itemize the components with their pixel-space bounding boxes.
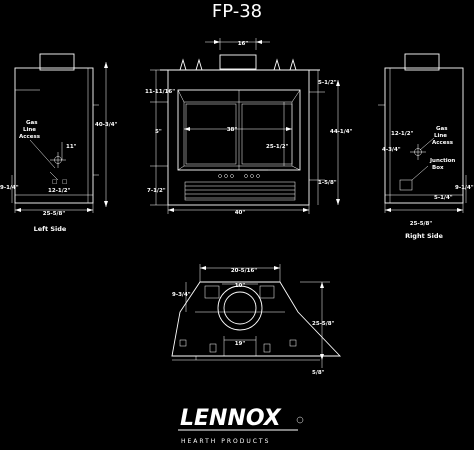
front-left-door-glass [185, 103, 237, 165]
brand-tagline: HEARTH PRODUCTS [181, 438, 270, 445]
left-gas-depth-dim: 12-1/2" [48, 188, 71, 194]
right-gas-depth-dim: 12-1/2" [391, 131, 414, 137]
left-gas-height-dim: 11" [66, 144, 77, 150]
front-top-dim: 11-11/16" [145, 89, 175, 95]
top-left-dim: 9-3/4" [172, 292, 191, 298]
front-overall-width-dim: 40" [235, 210, 246, 216]
top-flue-outer-ring [217, 285, 263, 331]
right-junction-label-2: Box [432, 165, 444, 171]
brand-name: LENNOX [180, 406, 282, 431]
right-depth-dim: 25-5/8" [410, 221, 433, 227]
right-gas-label-3: Access [432, 140, 454, 146]
front-flue-collar [219, 54, 257, 70]
left-side-view: □ □ Gas Line Access 11" 40-3/4" 9-1/4" 1… [0, 53, 118, 233]
right-gas-label-2: Line [434, 133, 447, 139]
left-gas-label-1: Gas [26, 120, 38, 126]
front-collar-dim: 16" [238, 41, 249, 47]
front-opening-height-dim: 25-1/2" [266, 144, 289, 150]
right-bottom-dim: 9-1/4" [455, 185, 474, 191]
top-height-dim: 25-5/8" [312, 321, 335, 327]
left-flue-collar [39, 53, 75, 71]
front-overall-height-dim: 44-1/4" [330, 129, 353, 135]
right-left-gas-dim: 4-3/4" [382, 147, 401, 153]
right-gas-label-1: Gas [436, 126, 448, 132]
right-side-view: Gas Line Access 12-1/2" 4-3/4" Junction … [378, 53, 474, 240]
right-junction-dim: 5-1/4" [434, 195, 453, 201]
drawing-title: FP-38 [212, 1, 262, 22]
left-height-dim: 40-3/4" [95, 122, 118, 128]
top-bottom-dim: 5/8" [312, 370, 325, 376]
left-body-outline [14, 67, 94, 204]
right-side-caption: Right Side [405, 232, 443, 240]
front-right-door-glass [241, 103, 293, 165]
top-inner-dim: 19" [235, 341, 246, 347]
front-view: 16" 38 [145, 38, 353, 216]
svg-text:□: □ [62, 179, 67, 185]
top-view: 20-5/16" 10" 19" 9-3/4" 25-5/8" [171, 264, 342, 376]
front-body-outline [167, 69, 310, 206]
front-bottom-left-dim: 7-1/2" [147, 188, 166, 194]
top-body-outline [171, 281, 342, 357]
front-opening-width-dim: 38" [227, 127, 238, 133]
left-side-caption: Left Side [34, 225, 67, 233]
left-gas-label-3: Access [19, 134, 41, 140]
left-bottom-dim: 9-1/4" [0, 185, 19, 191]
right-junction-label-1: Junction [429, 158, 455, 164]
front-right-top-dim: 5-1/2" [318, 80, 337, 86]
left-gas-label-2: Line [23, 127, 36, 133]
front-left-mid-dim: 5" [155, 129, 162, 135]
right-body-outline [384, 67, 464, 204]
svg-text:□: □ [52, 179, 57, 185]
top-flue-inner-ring [223, 291, 257, 325]
lennox-logo: LENNOX HEARTH PRODUCTS [178, 406, 304, 445]
front-right-bottom-dim: 1-5/8" [318, 180, 337, 186]
right-junction-box [399, 179, 413, 191]
right-flue-collar [404, 53, 440, 71]
top-width-dim: 20-5/16" [231, 268, 257, 274]
front-louver-grille [184, 181, 296, 201]
left-depth-dim: 25-5/8" [43, 211, 66, 217]
